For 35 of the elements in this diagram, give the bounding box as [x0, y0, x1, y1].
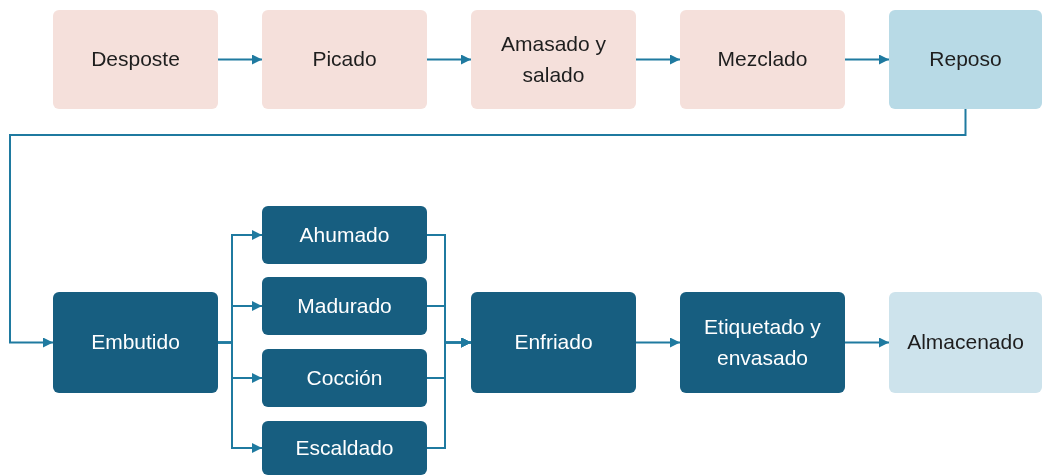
step-label: Picado [312, 46, 377, 73]
process-box [471, 292, 636, 393]
arrow [217, 341, 263, 453]
step-label: Mezclado [717, 46, 808, 73]
process-box [680, 292, 845, 393]
step-label: Madurado [297, 292, 392, 319]
process-box [889, 292, 1042, 393]
arrow [426, 54, 472, 65]
step-label: Ahumado [299, 221, 390, 248]
step-label: Almacenado [907, 329, 1024, 356]
process-box [680, 10, 845, 109]
step-label: Amasado y salado [499, 31, 608, 88]
step-label: Desposte [91, 46, 180, 73]
arrow [844, 337, 890, 348]
step-label: Escaldado [295, 434, 394, 461]
process-box [262, 277, 427, 335]
process-box [262, 10, 427, 109]
arrow [426, 337, 472, 449]
arrow [635, 337, 681, 348]
step-label: Etiquetado y envasado [703, 314, 822, 371]
step-label: Enfriado [514, 329, 593, 356]
process-box [262, 349, 427, 407]
step-label: Embutido [91, 329, 180, 356]
arrow [844, 54, 890, 65]
arrow [635, 54, 681, 65]
process-box [889, 10, 1042, 109]
process-box [53, 10, 218, 109]
process-box [471, 10, 636, 109]
arrow [217, 54, 263, 65]
arrow [9, 108, 967, 348]
step-label: Cocción [306, 364, 383, 391]
step-label: Reposo [929, 46, 1002, 73]
process-box [262, 421, 427, 475]
process-box [53, 292, 218, 393]
process-box [262, 206, 427, 264]
